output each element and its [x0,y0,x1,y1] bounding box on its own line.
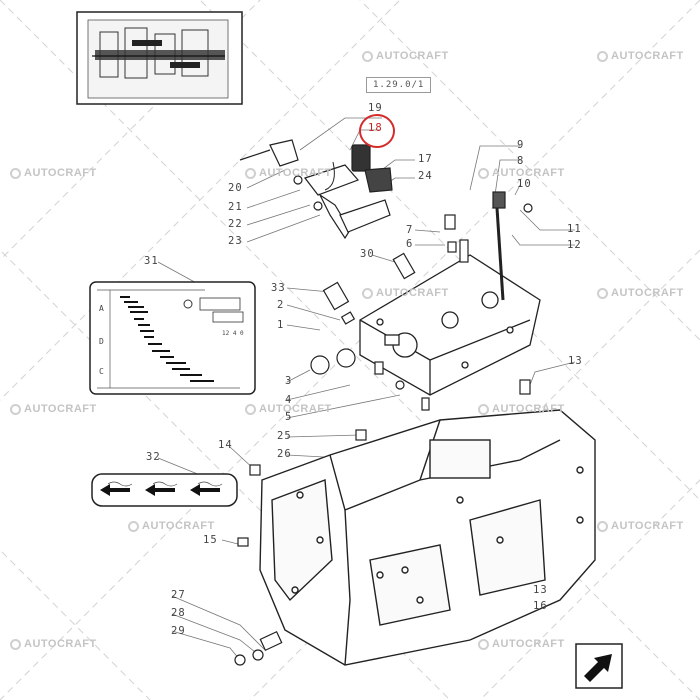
shift-card-small-label: 12 4 0 [222,330,244,337]
callout-30[interactable]: 30 [360,248,375,260]
callout-27[interactable]: 27 [171,589,186,601]
watermark: AUTOCRAFT [10,638,97,650]
watermark: AUTOCRAFT [10,167,97,179]
callout-3[interactable]: 3 [285,375,293,387]
watermark: AUTOCRAFT [597,520,684,532]
watermark: AUTOCRAFT [10,403,97,415]
callout-4[interactable]: 4 [285,394,293,406]
shift-pattern-card [89,281,256,395]
callout-28[interactable]: 28 [171,607,186,619]
watermark: AUTOCRAFT [478,167,565,179]
next-page-arrow-icon[interactable] [575,643,623,689]
callout-1[interactable]: 1 [277,319,285,331]
callout-12[interactable]: 12 [567,239,582,251]
dipstick-and-bolts [234,191,533,666]
reference-code: 1.29.0/1 [366,77,432,93]
callout-33[interactable]: 33 [271,282,286,294]
callout-22[interactable]: 22 [228,218,243,230]
watermark: AUTOCRAFT [478,638,565,650]
callout-6[interactable]: 6 [406,238,414,250]
callout-13[interactable]: 13 [533,584,548,596]
watermark: AUTOCRAFT [128,520,215,532]
shift-cover [359,254,541,396]
transmission-housing [259,409,596,666]
callout-5[interactable]: 5 [285,411,293,423]
shift-card-row-label: A [99,304,105,313]
callout-19[interactable]: 19 [368,102,383,114]
highlight-circle [359,114,395,148]
callout-31[interactable]: 31 [144,255,159,267]
callout-23[interactable]: 23 [228,235,243,247]
callout-8[interactable]: 8 [517,155,525,167]
watermark: AUTOCRAFT [245,167,332,179]
callout-16[interactable]: 16 [533,600,548,612]
shift-card-row-label: C [99,367,105,376]
callout-25[interactable]: 25 [277,430,292,442]
callout-2[interactable]: 2 [277,299,285,311]
callout-15[interactable]: 15 [203,534,218,546]
shift-card-row-label: D [99,337,105,346]
callout-14[interactable]: 14 [218,439,233,451]
transmission-thumbnail [76,11,243,105]
callout-26[interactable]: 26 [277,448,292,460]
callout-17[interactable]: 17 [418,153,433,165]
callout-9[interactable]: 9 [517,139,525,151]
callout-24[interactable]: 24 [418,170,433,182]
watermark: AUTOCRAFT [362,50,449,62]
shift-fork-assembly [239,139,393,240]
callout-18[interactable]: 18 [368,122,383,134]
callout-7[interactable]: 7 [406,224,414,236]
callout-29[interactable]: 29 [171,625,186,637]
callout-20[interactable]: 20 [228,182,243,194]
watermark: AUTOCRAFT [597,287,684,299]
watermark: AUTOCRAFT [478,403,565,415]
callout-32[interactable]: 32 [146,451,161,463]
watermark: AUTOCRAFT [597,50,684,62]
callout-10[interactable]: 10 [517,178,532,190]
watermark: AUTOCRAFT [362,287,449,299]
callout-13[interactable]: 13 [568,355,583,367]
callout-11[interactable]: 11 [567,223,582,235]
shift-direction-card [91,473,238,507]
watermark: AUTOCRAFT [245,403,332,415]
callout-21[interactable]: 21 [228,201,243,213]
